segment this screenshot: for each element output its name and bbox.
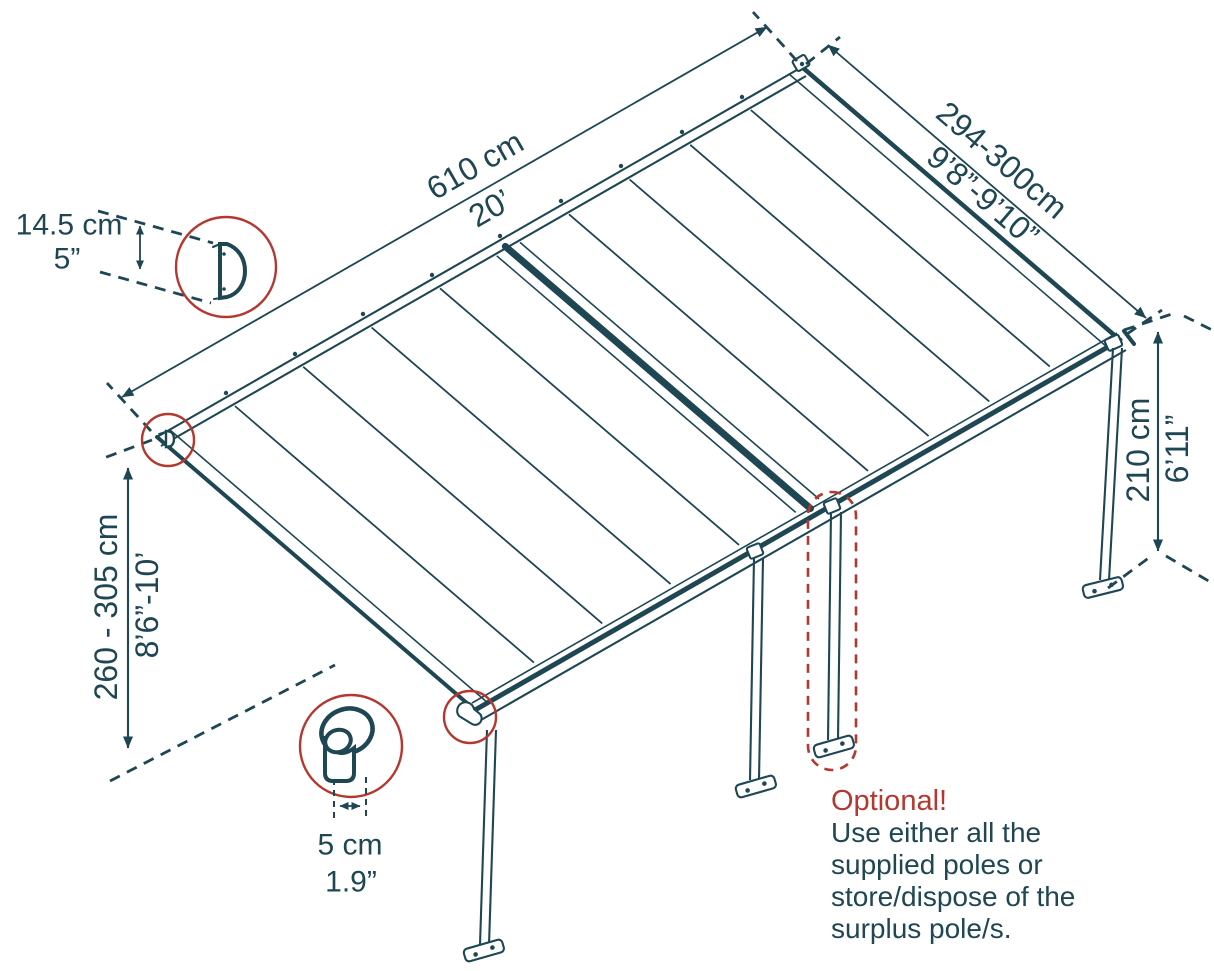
pole-width-imperial-label: 1.9” — [325, 866, 377, 899]
support-pole-middle — [734, 542, 777, 799]
gutter-end-cap — [1122, 329, 1136, 346]
pole-foot — [1081, 576, 1125, 599]
front-height-imperial-label: 6’11” — [1159, 415, 1195, 484]
back-rail-outer — [156, 66, 803, 438]
gutter-beam — [472, 337, 1123, 713]
support-pole-front-left — [462, 729, 505, 963]
pole-width-detail: 5 cm 1.9” — [298, 693, 404, 899]
optional-pole-highlight — [806, 490, 858, 772]
pole-bracket — [745, 542, 765, 560]
wall-height-imperial-label: 8’6”-10’ — [129, 552, 165, 659]
support-pole-back-right — [1081, 333, 1125, 599]
note-line-4: surplus pole/s. — [831, 913, 1012, 944]
pole-elbow-opening — [323, 727, 353, 755]
pole-width-metric-label: 5 cm — [317, 829, 382, 862]
gutter-lip — [480, 349, 1127, 721]
pole-bracket — [822, 497, 842, 515]
dimension-wall-height: 260 - 305 cm 8’6”-10’ — [88, 438, 336, 783]
dimension-width: 610 cm 20’ — [105, 11, 799, 432]
gutter-top-edge — [471, 332, 1118, 704]
corner-callout-left — [140, 412, 196, 468]
note-line-3: store/dispose of the — [831, 881, 1075, 912]
note-line-1: Use either all the — [831, 817, 1041, 848]
note-title: Optional! — [831, 785, 947, 817]
dimension-front-height: 210 cm 6’11” — [1107, 310, 1213, 590]
corner-callout-front — [442, 689, 498, 745]
profile-detail-circle — [174, 215, 278, 319]
profile-imperial-label: 5” — [54, 243, 81, 276]
wall-height-metric-label: 260 - 305 cm — [88, 514, 124, 701]
profile-metric-label: 14.5 cm — [16, 209, 123, 242]
support-poles — [462, 333, 1125, 963]
support-pole-optional — [812, 497, 855, 759]
beam-profile-d-shape — [218, 242, 248, 301]
pole-foot — [462, 938, 505, 963]
pole-bracket — [1103, 333, 1124, 352]
roof-joint-bar — [501, 242, 814, 512]
note-line-2: supplied poles or — [831, 849, 1043, 880]
left-side-beam-edge — [169, 429, 489, 704]
back-rail-inner — [160, 75, 807, 447]
beam-profile-detail: 14.5 cm 5” — [16, 209, 278, 319]
front-height-metric-label: 210 cm — [1120, 398, 1156, 503]
width-imperial-label: 20’ — [463, 182, 518, 234]
pole-foot — [734, 774, 777, 799]
optional-note: Optional! Use either all the supplied po… — [831, 785, 1075, 944]
pole-detail-circle — [298, 693, 404, 799]
pole-foot — [812, 734, 855, 759]
left-side-beam — [155, 435, 477, 712]
